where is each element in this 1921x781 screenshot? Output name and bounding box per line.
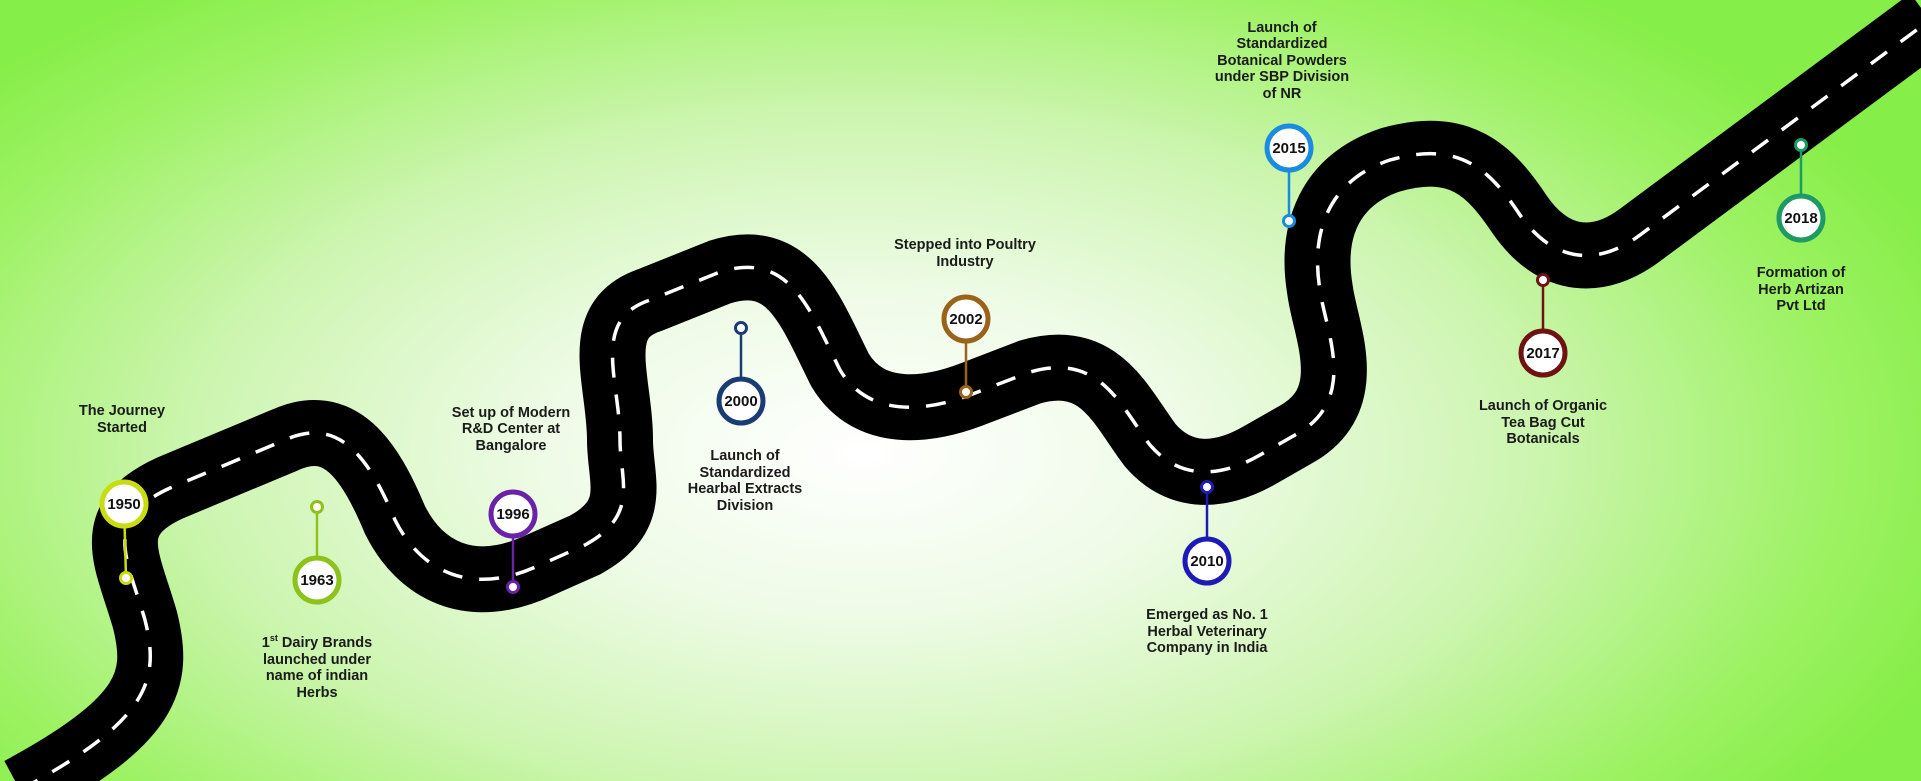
year-text: 1963 — [300, 572, 333, 589]
milestone-dot — [734, 321, 748, 335]
milestone-pins: 1950 1963 1996 2000 2002 2010 2015 2017 2018 — [99, 123, 1826, 605]
milestone-2000: 2000 — [716, 321, 766, 426]
year-text: 2015 — [1272, 140, 1305, 157]
milestone-label-2017: Launch of Organic Tea Bag Cut Botanicals — [1478, 398, 1608, 447]
label-superscript: st — [269, 633, 278, 644]
milestone-dot — [1200, 480, 1214, 494]
year-badge — [1776, 193, 1826, 243]
label-part: 1 — [261, 635, 270, 651]
milestone-label-1996: Set up of Modern R&D Center at Bangalore — [451, 404, 571, 454]
milestone-dot — [506, 580, 520, 594]
milestone-dot — [1536, 273, 1550, 287]
milestone-2015: 2015 — [1264, 123, 1314, 228]
year-text: 2010 — [1190, 553, 1223, 570]
milestone-dot — [310, 500, 324, 514]
milestone-label-1963: 1st Dairy Brands launched under name of … — [217, 633, 417, 701]
road-center-line — [32, 24, 1921, 781]
milestone-dot — [959, 385, 973, 399]
year-badge — [488, 489, 538, 539]
year-badge — [941, 294, 991, 344]
year-text: 1996 — [496, 506, 529, 523]
year-badge — [1182, 536, 1232, 586]
milestone-1950: 1950 — [99, 479, 149, 585]
label-part: Dairy Brands launched under name of indi… — [263, 635, 373, 701]
milestone-2010: 2010 — [1182, 480, 1232, 586]
year-badge — [292, 555, 342, 605]
milestone-label-2018: Formation of Herb Artizan Pvt Ltd — [1756, 265, 1846, 314]
year-badge — [1264, 123, 1314, 173]
milestone-label-2002: Stepped into Poultry Industry — [894, 237, 1036, 270]
milestone-1963: 1963 — [292, 500, 342, 605]
year-text: 2018 — [1784, 210, 1817, 227]
year-text: 2017 — [1526, 345, 1559, 362]
milestone-dot — [1282, 214, 1296, 228]
milestone-dot — [1794, 138, 1808, 152]
milestone-2018: 2018 — [1776, 138, 1826, 243]
milestone-label-2000: Launch of Standardized Hearbal Extracts … — [687, 448, 803, 514]
milestone-1996: 1996 — [488, 489, 538, 594]
milestone-2017: 2017 — [1518, 273, 1568, 378]
year-text: 2002 — [949, 311, 982, 328]
milestone-label-2010: Emerged as No. 1 Herbal Veterinary Compa… — [1146, 607, 1268, 656]
year-badge — [716, 376, 766, 426]
milestone-2002: 2002 — [941, 294, 991, 399]
year-text: 2000 — [724, 393, 757, 410]
milestone-label-1950: The Journey Started — [78, 403, 166, 436]
milestone-label-2015: Launch of Standardized Botanical Powders… — [1214, 19, 1350, 102]
year-text: 1950 — [107, 496, 140, 513]
milestone-dot — [119, 571, 133, 585]
year-badge — [1518, 328, 1568, 378]
year-badge — [99, 479, 149, 529]
